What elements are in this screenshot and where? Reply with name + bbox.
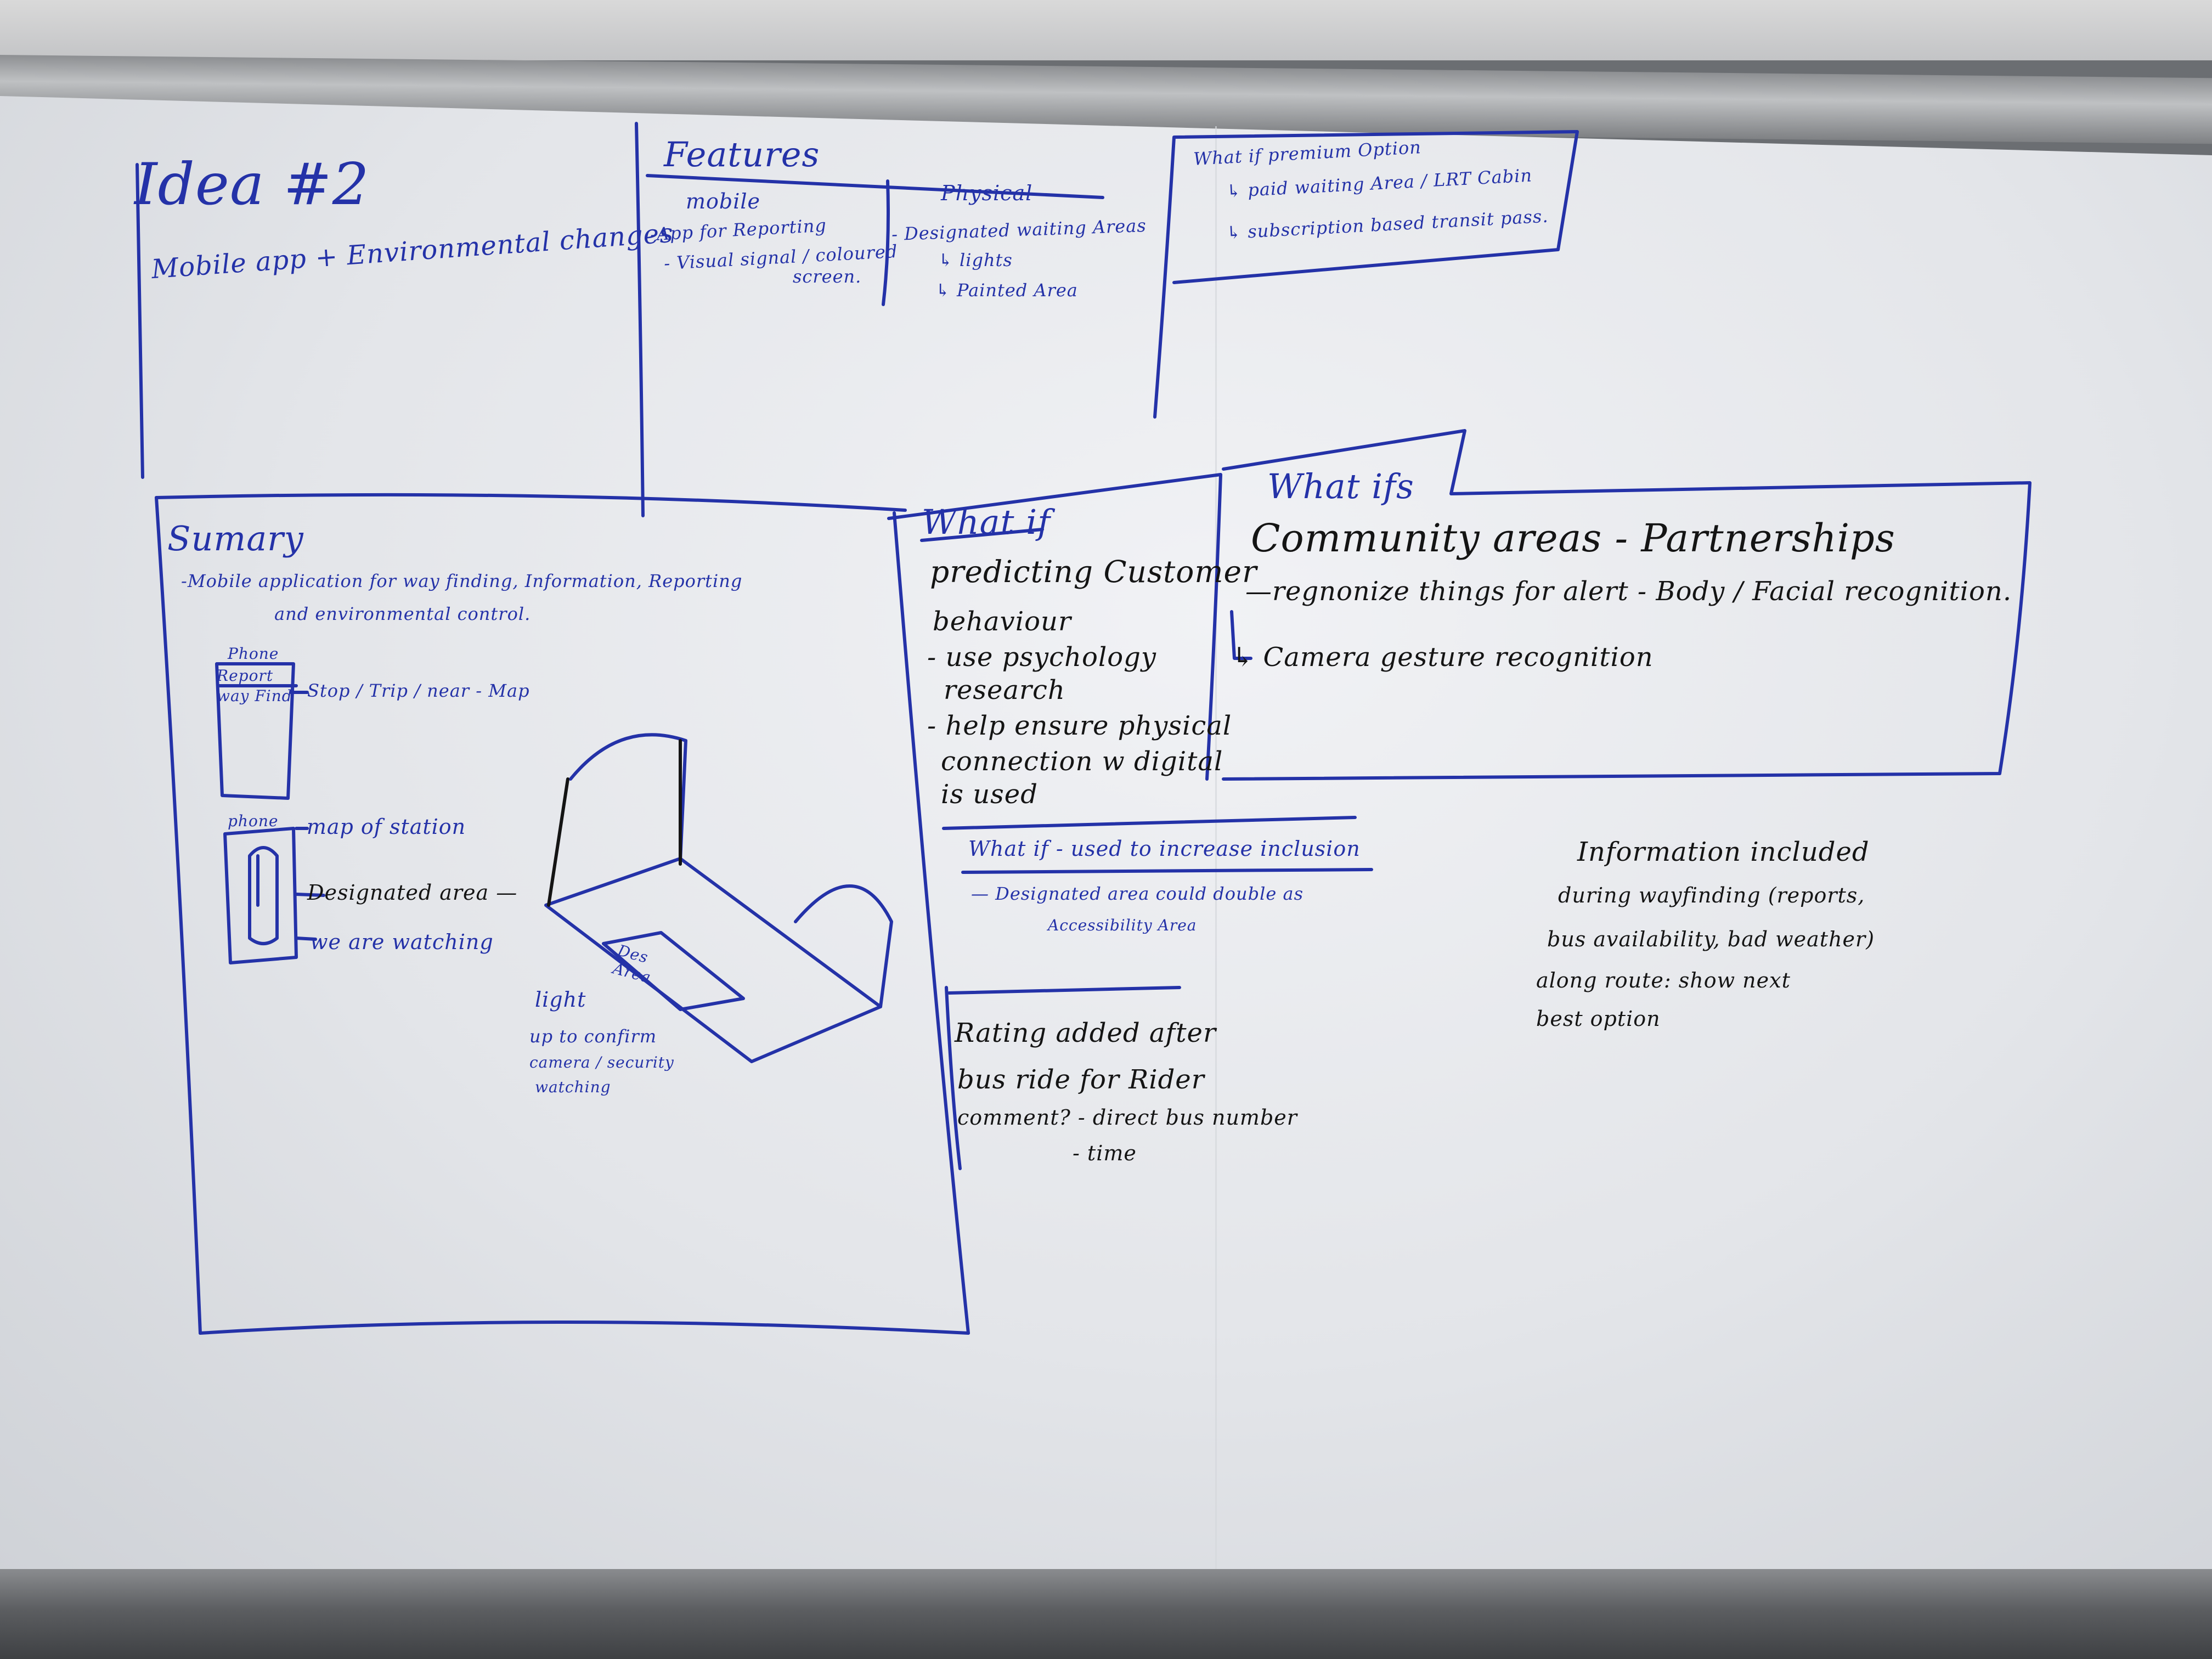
- whatif-customer-line-6: connection w digital: [941, 746, 1223, 777]
- whatif-customer-line-2: behaviour: [933, 606, 1071, 637]
- phone-sketch-2-outline: [223, 827, 298, 964]
- whiteboard-surface: [0, 96, 2212, 1577]
- rating-line-4: - time: [1073, 1141, 1137, 1165]
- whatif-inclusion-top: [942, 816, 1357, 830]
- whatif-customer-line-3: - use psychology: [927, 642, 1156, 673]
- area-sketch-back: [569, 733, 687, 863]
- idea-title: Idea #2: [134, 151, 370, 218]
- wall-background: [0, 0, 2212, 60]
- area-sketch-note-3: camera / security: [529, 1053, 674, 1071]
- phone-sketch-2-title: phone: [228, 812, 279, 830]
- summary-line-2: and environmental control.: [274, 603, 531, 624]
- whatifs-heading: What ifs: [1267, 466, 1414, 506]
- phone-sketch-1-report: Report: [217, 667, 274, 685]
- whatif-customer-heading: What if: [922, 502, 1051, 542]
- phone-sketch-2-inner: [248, 846, 279, 945]
- whatif-customer-line-4: research: [944, 675, 1065, 706]
- phone-sketch-1-annotation: Stop / Trip / near - Map: [307, 680, 530, 701]
- summary-line-1: -Mobile application for way finding, Inf…: [181, 571, 743, 591]
- information-line-2: during wayfinding (reports,: [1558, 883, 1865, 907]
- whiteboard-seam: [1215, 126, 1217, 1575]
- features-heading: Features: [664, 134, 820, 174]
- summary-bottom-border: [199, 1321, 970, 1335]
- features-physical-item-3: ↳ Painted Area: [935, 280, 1078, 301]
- information-line-1: Information included: [1577, 837, 1870, 867]
- whatif-customer-box: [887, 473, 1222, 781]
- camera-arrow: [1230, 610, 1252, 660]
- phone-sketch-2-note-2: Designated area —: [307, 881, 518, 905]
- summary-left-border: [155, 496, 202, 1335]
- summary-right-border: [893, 511, 970, 1335]
- phone-sketch-2-arrows: [295, 827, 325, 941]
- features-divider: [882, 179, 890, 306]
- whatif-customer-line-5: - help ensure physical: [927, 710, 1232, 741]
- whatif-inclusion-line-2: Accessibility Area: [1048, 916, 1197, 934]
- area-sketch-walls: [547, 739, 682, 907]
- features-physical-label: Physical: [941, 181, 1033, 205]
- whatif-customer-line-7: is used: [941, 779, 1038, 810]
- whatif-inclusion-line-1: — Designated area could double as: [971, 883, 1304, 904]
- area-sketch-des-area: [602, 931, 745, 1011]
- area-sketch-arch: [794, 884, 893, 1008]
- idea-left-border: [136, 163, 144, 479]
- whatif-customer-underline: [920, 528, 1044, 542]
- phone-sketch-2-note-1: -map of station: [299, 815, 466, 839]
- phone-sketch-2-note-3: we are watching: [310, 930, 494, 954]
- premium-box: [1153, 130, 1579, 419]
- whatif-inclusion-underline: [961, 868, 1373, 874]
- information-line-4: along route: show next: [1536, 968, 1791, 992]
- phone-sketch-1-outline: [215, 662, 298, 800]
- whiteboard-marker-tray: [0, 1569, 2212, 1659]
- rating-divider: [945, 986, 1181, 1170]
- whatifs-box: [1222, 429, 2032, 781]
- phone-sketch-1-title: Phone: [228, 645, 279, 663]
- whatifs-line-3: ↳ Camera gesture recognition: [1232, 642, 1654, 673]
- summary-heading: Sumary: [167, 518, 304, 558]
- summary-top-border: [155, 493, 907, 512]
- idea-right-border: [635, 122, 645, 517]
- area-sketch-note-2: up to confirm: [529, 1026, 657, 1047]
- whatif-inclusion-heading: What if - used to increase inclusion: [968, 837, 1361, 861]
- features-mobile-label: mobile: [686, 189, 761, 213]
- information-line-3: bus availability, bad weather): [1547, 927, 1875, 951]
- whatifs-line-2: —regnonize things for alert - Body / Fac…: [1245, 576, 2012, 607]
- whatifs-line-1: Community areas - Partnerships: [1251, 516, 1895, 561]
- features-mobile-item-3: screen.: [793, 266, 862, 287]
- rating-line-3: comment? - direct bus number: [957, 1105, 1297, 1130]
- features-physical-item-2: ↳ lights: [938, 250, 1013, 270]
- phone-sketch-1-wayfind: way Find: [217, 687, 292, 705]
- rating-line-2: bus ride for Rider: [957, 1064, 1205, 1095]
- area-sketch-note-4: watching: [535, 1078, 611, 1096]
- information-line-5: best option: [1536, 1007, 1661, 1031]
- rating-line-1: Rating added after: [955, 1018, 1216, 1048]
- features-underline: [646, 174, 1104, 199]
- whatif-customer-line-1: predicting Customer: [930, 554, 1257, 589]
- area-sketch-note-1: light: [535, 988, 586, 1012]
